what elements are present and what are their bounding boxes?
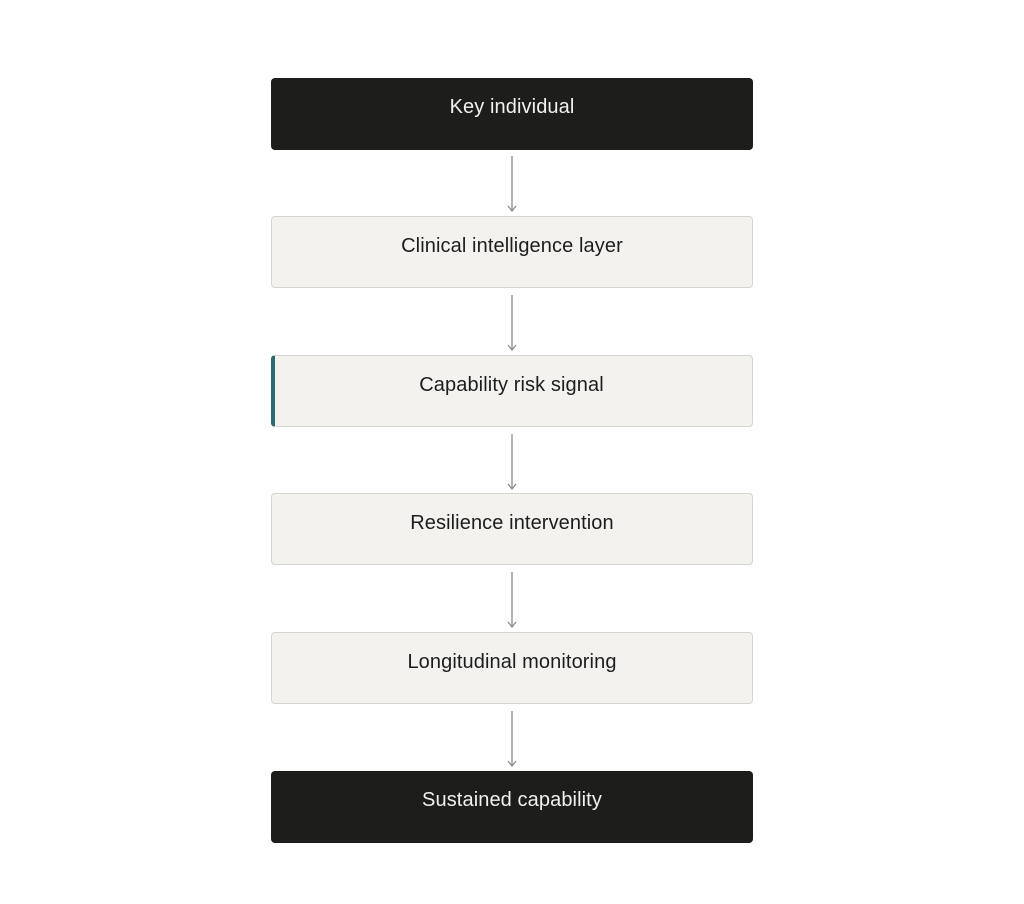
- arrow-down-icon: [507, 434, 517, 491]
- node-label: Resilience intervention: [410, 512, 614, 534]
- node-label: Longitudinal monitoring: [407, 651, 617, 673]
- flow-arrow-5: [506, 710, 518, 768]
- node-clinical-intelligence-layer: Clinical intelligence layer: [271, 216, 753, 288]
- flow-arrow-1: [506, 155, 518, 213]
- node-capability-risk-signal: Capability risk signal: [271, 355, 753, 427]
- node-longitudinal-monitoring: Longitudinal monitoring: [271, 632, 753, 704]
- node-resilience-intervention: Resilience intervention: [271, 493, 753, 565]
- node-label: Clinical intelligence layer: [401, 235, 623, 257]
- arrow-down-icon: [507, 711, 517, 768]
- node-label: Key individual: [449, 96, 575, 118]
- arrow-down-icon: [507, 156, 517, 213]
- node-sustained-capability: Sustained capability: [271, 771, 753, 843]
- node-key-individual: Key individual: [271, 78, 753, 150]
- flow-arrow-4: [506, 571, 518, 629]
- flow-arrow-3: [506, 433, 518, 491]
- node-label: Sustained capability: [422, 789, 602, 811]
- flow-arrow-2: [506, 294, 518, 352]
- node-label: Capability risk signal: [419, 374, 604, 396]
- arrow-down-icon: [507, 572, 517, 629]
- arrow-down-icon: [507, 295, 517, 352]
